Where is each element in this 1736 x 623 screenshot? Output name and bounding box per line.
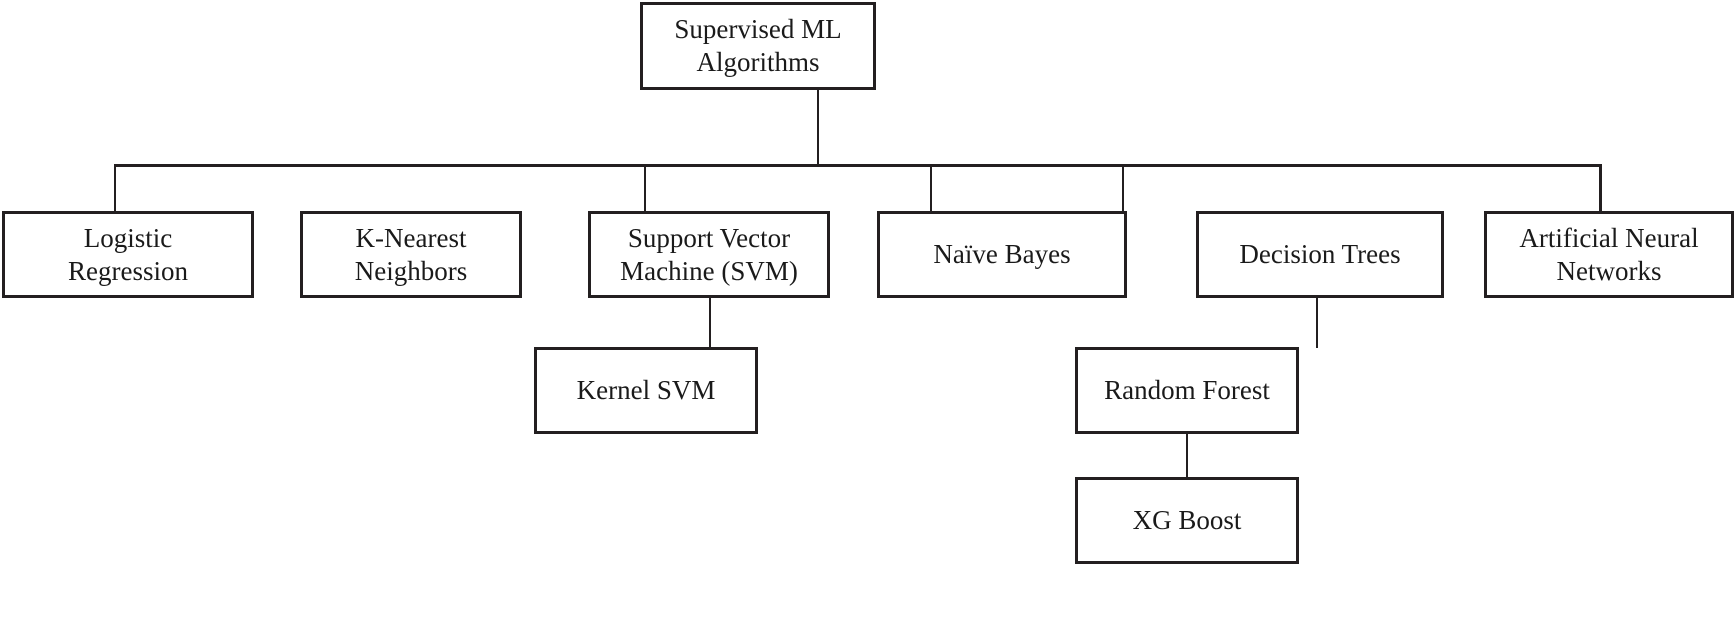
connector-random-forest-to-xg-boost [1186,432,1188,478]
node-artificial-neural-networks[interactable]: Artificial Neural Networks [1484,211,1734,298]
node-logistic-regression[interactable]: Logistic Regression [2,211,254,298]
connector-bus-to-decision-trees [1122,164,1124,232]
node-decision-trees[interactable]: Decision Trees [1196,211,1444,298]
node-support-vector-machine[interactable]: Support Vector Machine (SVM) [588,211,830,298]
connector-bus-to-logistic-regression [114,164,116,212]
node-xg-boost[interactable]: XG Boost [1075,477,1299,564]
connector-root-stem [817,90,819,166]
connector-decision-trees-to-random-forest [1316,296,1318,348]
node-random-forest[interactable]: Random Forest [1075,347,1299,434]
node-naive-bayes[interactable]: Naïve Bayes [877,211,1127,298]
connector-bus-to-artificial-neural-networks [1599,164,1602,212]
connector-horizontal-bus [114,164,1602,167]
node-kernel-svm[interactable]: Kernel SVM [534,347,758,434]
connector-bus-to-naive-bayes [930,164,932,232]
node-k-nearest-neighbors[interactable]: K-Nearest Neighbors [300,211,522,298]
connector-bus-to-support-vector-machine [644,164,646,232]
connector-svm-to-kernel-svm [709,296,711,348]
node-supervised-ml-algorithms[interactable]: Supervised ML Algorithms [640,2,876,90]
